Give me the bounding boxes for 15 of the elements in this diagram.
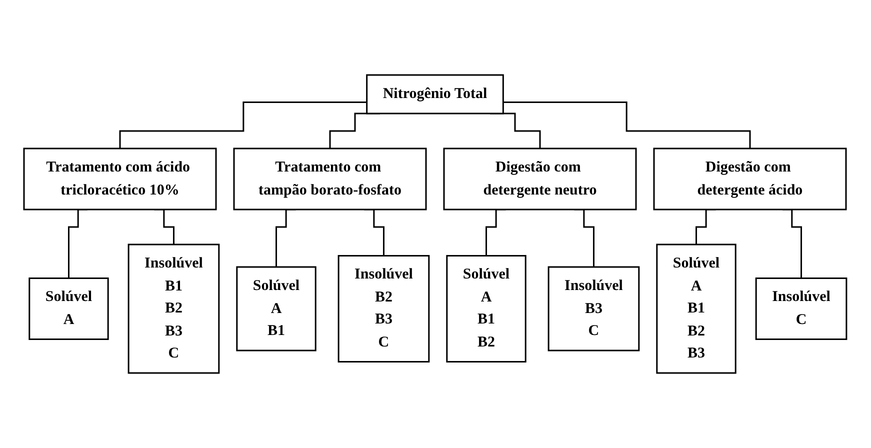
node-box: Tratamento com tampão borato-fosfato [234,148,428,210]
node-box: Digestão com detergente ácido [654,148,848,210]
node-box: Solúvel A B1 [236,266,317,352]
node-box: Solúvel A B1 B2 B3 [656,244,737,374]
node-box: Solúvel A [28,278,110,340]
node-box: Insolúvel B1 B2 B3 C [128,244,220,374]
connector [503,101,752,150]
node-box: Digestão com detergente neutro [444,148,638,210]
node-box: Insolúvel B3 C [548,266,640,352]
node-box: Insolúvel C [756,278,848,340]
node-box: Tratamento com ácido tricloracético 10% [24,148,218,210]
node-box: Insolúvel B2 B3 C [338,255,430,362]
node-box: Nitrogênio Total [366,74,504,114]
connector [120,101,368,150]
node-box: Solúvel A B1 B2 [446,255,527,362]
